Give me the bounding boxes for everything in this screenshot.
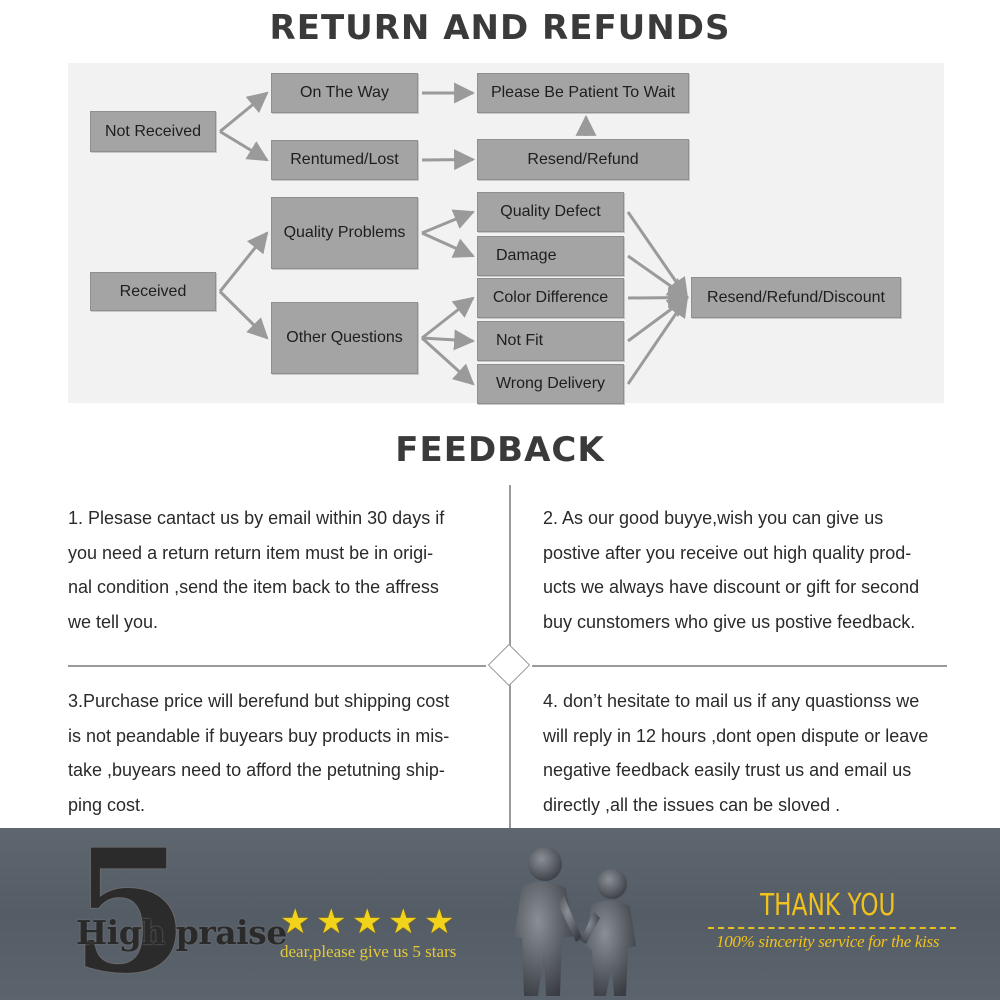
feedback-line: ucts we always have discount or gift for… bbox=[543, 577, 920, 597]
feedback-line: buy cunstomers who give us postive feedb… bbox=[543, 611, 916, 632]
high-praise-text: High praise bbox=[76, 913, 287, 952]
feedback-line: postive after you receive out high quali… bbox=[543, 542, 912, 563]
arrow-color_difference-to-resend_refund_discount bbox=[627, 287, 690, 309]
arrow-other_questions-to-not_fit bbox=[421, 329, 476, 351]
praise-banner: 5 High praise ★ ★ ★ ★ ★ dear,please give… bbox=[0, 828, 1000, 1000]
feedback-line: ping cost. bbox=[68, 794, 146, 815]
node-returned-lost: Rentumed/Lost bbox=[271, 140, 418, 180]
feedback-line: 3.Purchase price will berefund but shipp… bbox=[68, 691, 450, 711]
feedback-line: 4. don’t hesitate to mail us if any quas… bbox=[543, 691, 920, 711]
feedback-line: negative feedback easily trust us and em… bbox=[543, 760, 912, 780]
feedback-line: is not peandable if buyears buy products… bbox=[68, 725, 450, 746]
node-wrong-delivery: Wrong Delivery bbox=[477, 364, 624, 404]
feedback-item-2: 2. As our good buyye,wish you can give u… bbox=[543, 501, 973, 639]
stars-caption: dear,please give us 5 stars bbox=[280, 942, 457, 961]
star-icon: ★ bbox=[352, 903, 383, 941]
node-color-difference: Color Difference bbox=[477, 278, 624, 318]
feedback-line: 1. Plesase cantact us by email within 30… bbox=[68, 508, 445, 528]
feedback-item-1: 1. Plesase cantact us by email within 30… bbox=[68, 501, 498, 639]
arrow-not_received-to-returned_lost bbox=[219, 130, 269, 162]
node-please-be-patient: Please Be Patient To Wait bbox=[477, 73, 689, 113]
thank-you-underline bbox=[708, 927, 956, 929]
arrow-received-to-quality_problems bbox=[218, 231, 269, 293]
arrow-quality_problems-to-damage bbox=[421, 231, 475, 258]
node-quality-problems: Quality Problems bbox=[271, 197, 418, 269]
node-not-fit: Not Fit bbox=[477, 321, 624, 361]
arrow-quality_problems-to-quality_defect bbox=[421, 209, 475, 235]
node-damage: Damage bbox=[477, 236, 624, 276]
handshake-people-icon bbox=[514, 847, 636, 996]
node-resend-refund-discount: Resend/Refund/Discount bbox=[691, 277, 901, 318]
thank-you-text: THANK YOU bbox=[760, 888, 896, 923]
feedback-divider-horizontal-right bbox=[532, 665, 947, 667]
arrow-not_fit-to-resend_refund_discount bbox=[627, 296, 689, 343]
node-resend-refund: Resend/Refund bbox=[477, 139, 689, 180]
node-received: Received bbox=[90, 272, 216, 311]
feedback-line: take ,buyears need to afford the petutni… bbox=[68, 760, 445, 780]
divider-diamond-icon bbox=[487, 643, 531, 687]
flowchart-arrows bbox=[218, 82, 690, 386]
arrow-damage-to-resend_refund_discount bbox=[627, 254, 689, 299]
arrow-quality_defect-to-resend_refund_discount bbox=[626, 211, 689, 300]
node-quality-defect: Quality Defect bbox=[477, 192, 624, 232]
arrow-wrong_delivery-to-resend_refund_discount bbox=[626, 295, 689, 385]
feedback-line: you need a return return item must be in… bbox=[68, 542, 434, 563]
node-other-questions: Other Questions bbox=[271, 302, 418, 374]
feedback-line: nal condition ,send the item back to the… bbox=[68, 577, 439, 597]
arrow-not_received-to-on_the_way bbox=[219, 91, 269, 133]
feedback-divider-horizontal-left bbox=[68, 665, 486, 667]
node-not-received: Not Received bbox=[90, 111, 216, 152]
thank-you-caption: 100% sincerity service for the kiss bbox=[716, 932, 940, 951]
arrow-other_questions-to-wrong_delivery bbox=[420, 336, 475, 386]
big-five-icon: 5 bbox=[70, 836, 189, 986]
arrow-received-to-other_questions bbox=[218, 290, 269, 340]
star-icon: ★ bbox=[280, 903, 311, 941]
feedback-line: we tell you. bbox=[68, 611, 159, 632]
star-icon: ★ bbox=[388, 903, 419, 941]
feedback-line: directly ,all the issues can be sloved . bbox=[543, 794, 841, 815]
feedback-item-4: 4. don’t hesitate to mail us if any quas… bbox=[543, 684, 973, 822]
return-refunds-title: RETURN AND REFUNDS bbox=[269, 8, 731, 48]
arrow-other_questions-to-color_difference bbox=[421, 296, 475, 340]
node-on-the-way: On The Way bbox=[271, 73, 418, 113]
star-icon: ★ bbox=[424, 903, 455, 941]
feedback-title: FEEDBACK bbox=[395, 430, 605, 470]
feedback-item-3: 3.Purchase price will berefund but shipp… bbox=[68, 684, 498, 822]
arrow-returned_lost-to-resend_refund bbox=[421, 149, 476, 171]
star-icon: ★ bbox=[316, 903, 347, 941]
svg-text:5: 5 bbox=[71, 836, 189, 986]
feedback-line: will reply in 12 hours ,dont open disput… bbox=[543, 725, 929, 746]
feedback-line: 2. As our good buyye,wish you can give u… bbox=[543, 508, 884, 528]
